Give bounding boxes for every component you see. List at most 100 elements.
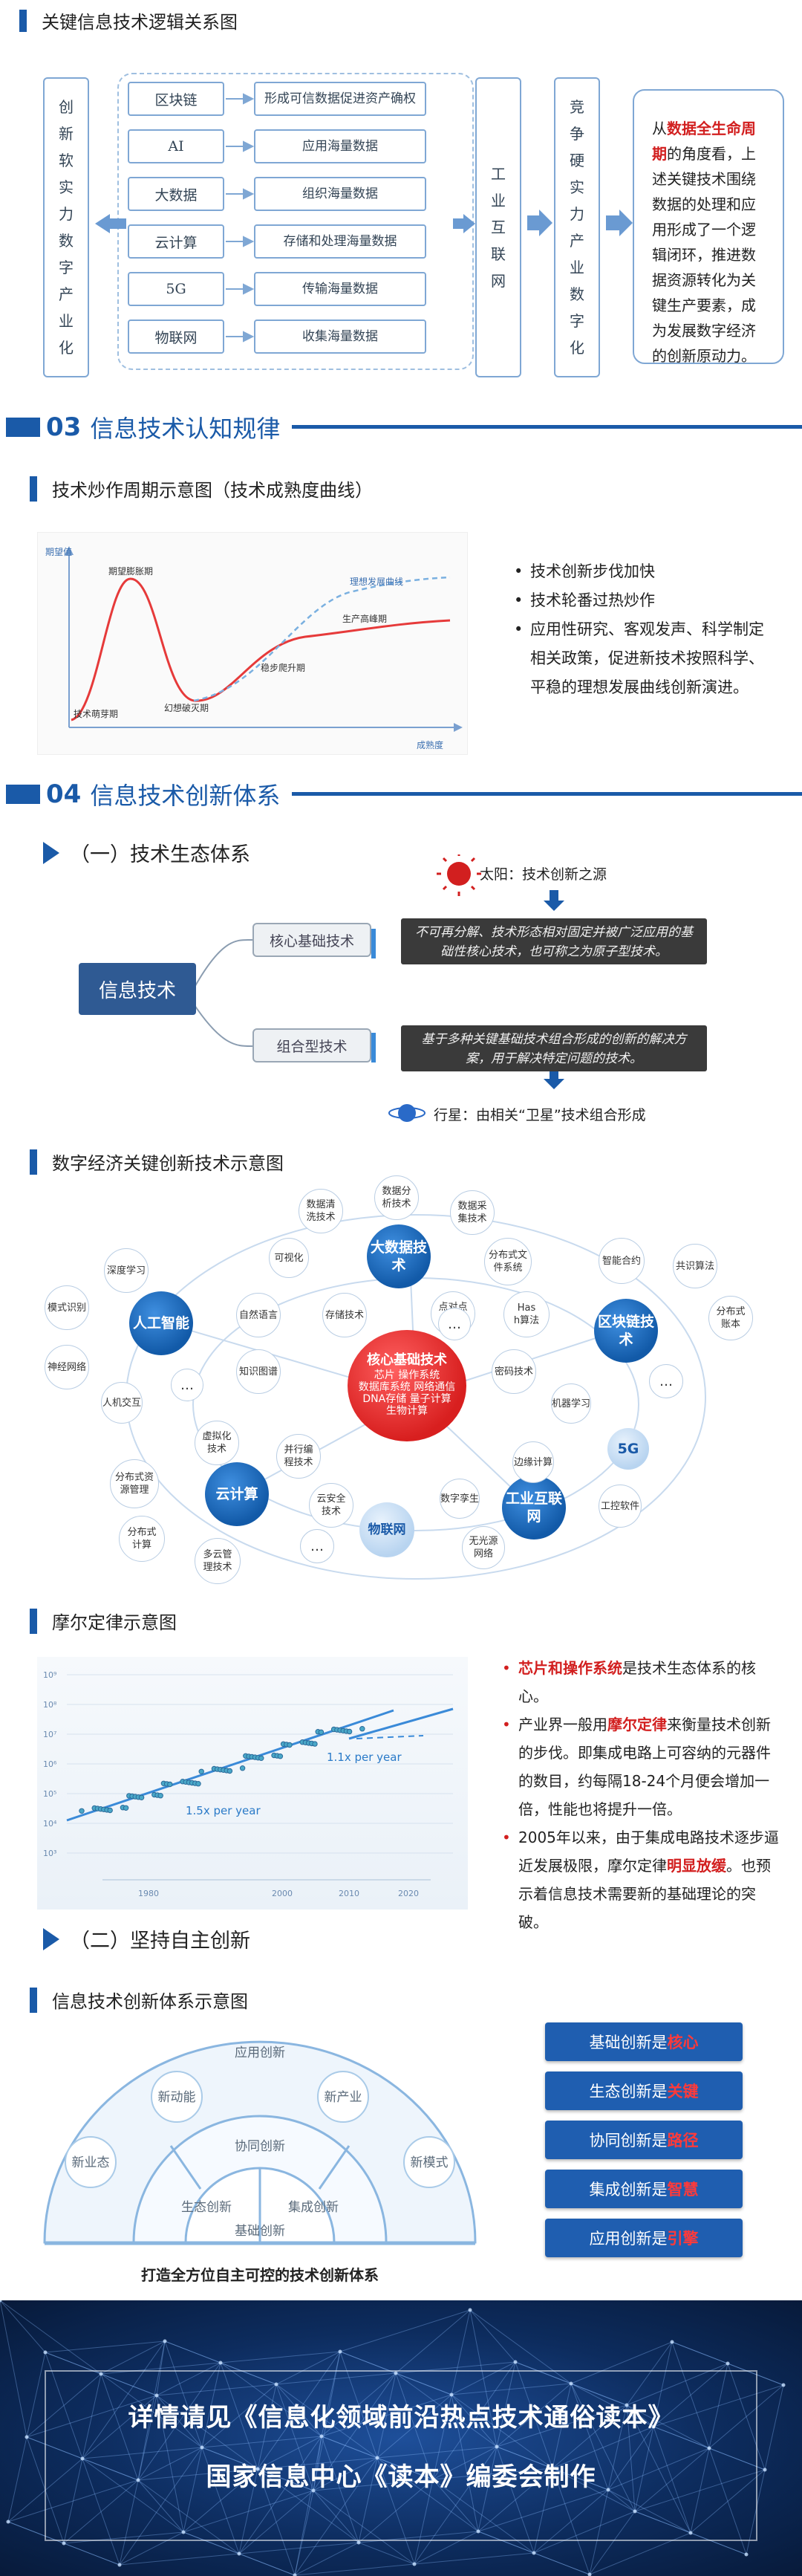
hub-ai: 人工智能 [129,1291,193,1355]
core-tech-hub: 核心基础技术 芯片 操作系统 数据库系统 网络通信 DNA存储 量子计算 生物计… [348,1330,466,1441]
right-label-box: 竞争硬实力产业数字化 [554,77,600,377]
moore-title: 摩尔定律示意图 [30,1608,177,1634]
autonomy-part-title: （二）坚持自主创新 [43,1924,250,1953]
tech-node: 智能合约 [599,1238,645,1284]
banner-frame [45,2370,757,2541]
hype-y-label: 期望值 [45,546,72,557]
moore-y-tick: 10⁶ [43,1759,57,1769]
innovation-role-badge: 生态创新是关键 [545,2071,743,2110]
hub-iot: 物联网 [359,1502,414,1557]
hype-label-peak: 期望膨胀期 [108,566,153,577]
sun-label: 太阳：技术创新之源 [480,866,607,883]
hype-title: 技术炒作周期示意图（技术成熟度曲线） [30,476,373,502]
moore-y-tick: 10⁹ [43,1670,56,1680]
hub-5g: 5G [607,1428,649,1470]
banner-line-1: 详情请见《信息化领域前沿热点技术通俗读本》 [128,2403,674,2433]
hype-x-label: 成熟度 [417,739,443,750]
planet-label: 行星：由相关“卫星”技术组合形成 [434,1107,646,1123]
tech-node: 无光源网络 [462,1526,505,1569]
left-label: 创新软实力数字产业化 [59,98,74,357]
tech-box: 云计算 [128,224,224,259]
tech-node: … [438,1308,471,1340]
arc-label-momentum: 新动能 [158,2090,196,2105]
center-label-box: 工业互联网 [475,77,521,377]
tech-node: 神经网络 [45,1345,89,1389]
moore-data-point [198,1768,204,1775]
moore-data-point [226,1768,233,1774]
moore-data-point [107,1807,113,1814]
hype-chart: 期望值 成熟度 期望膨胀期 技术萌芽期 幻想破灭期 稳步爬升期 生产高峰期 理想… [37,532,468,755]
moore-bullet: 2005年以来，由于集成电路技术逐步逼近发展极限，摩尔定律明显放缓。也预示着信息… [499,1823,781,1936]
data-box: 传输海量数据 [254,272,426,306]
tech-node: 数据采集技术 [450,1190,495,1235]
tech-node: 多云管理技术 [195,1538,241,1584]
banner-line-2: 国家信息中心《读本》编委会制作 [206,2462,596,2492]
arc-label-integrate: 集成创新 [288,2200,339,2215]
moore-data-point [287,1742,293,1748]
tech-box: 物联网 [128,319,224,354]
hype-bullet: 技术创新步伐加快 [511,557,778,586]
logic-description: 从数据全生命周期的角度看，上述关键技术围绕数据的处理和应用形成了一个逻辑闭环，推… [633,89,784,365]
hub-cloud: 云计算 [205,1462,269,1526]
data-box: 存储和处理海量数据 [254,224,426,259]
tech-node: 分布式计算 [119,1516,165,1562]
moore-data-point [138,1794,145,1801]
combo-tech-box: 组合型技术 [252,1028,371,1062]
moore-bullet: 芯片和操作系统是技术生态体系的核心。 [499,1654,781,1710]
tech-box: AI [128,129,224,163]
arc-label-model: 新模式 [411,2155,449,2170]
combo-tech-desc: 基于多种关键基础技术组合形成的创新的解决方案，用于解决特定问题的技术。 [401,1025,707,1071]
eco-root-box: 信息技术 [79,963,196,1015]
left-label-box: 创新软实力数字产业化 [43,77,89,377]
moore-y-tick: 10⁸ [43,1700,57,1710]
arc-label-collab: 协同创新 [235,2139,285,2154]
tech-node: 知识图谱 [236,1349,281,1394]
innovation-caption: 打造全方位自主可控的技术创新体系 [141,2266,379,2284]
right-label: 竞争硬实力产业数字化 [570,98,584,357]
innovation-system-title: 信息技术创新体系示意图 [30,1987,248,2013]
tech-node: 共识算法 [673,1244,717,1288]
planet-icon [388,1104,426,1122]
tech-box: 5G [128,272,224,306]
tech-node: 机器学习 [551,1383,591,1424]
hype-bullets: 技术创新步伐加快 技术轮番过热炒作 应用性研究、客观发声、科学制定相关政策，促进… [511,557,778,702]
tech-node: … [649,1364,683,1398]
moore-x-tick: 1980 [138,1889,159,1898]
tech-node: 数据分析技术 [374,1175,419,1220]
logic-arrows [95,93,633,343]
center-label: 工业互联网 [491,165,506,290]
data-box: 形成可信数据促进资产确权 [254,82,426,116]
innovation-role-badge: 基础创新是核心 [545,2022,743,2061]
network-background [0,2300,786,2576]
tech-node: 模式识别 [45,1285,89,1330]
tech-node: 自然语言 [236,1293,281,1337]
moore-bullet: 产业界一般用摩尔定律来衡量技术创新的步伐。即集成电路上可容纳的元器件的数目，约每… [499,1710,781,1823]
arc-label-app: 应用创新 [235,2045,285,2060]
moore-data-point [123,1805,129,1811]
hype-label-trough: 幻想破灭期 [164,702,209,713]
innovation-arc-diagram: 应用创新 新动能 新产业 新业态 新模式 协同创新 生态创新 集成创新 基础创新 [22,2019,498,2257]
hub-blockchain: 区块链技术 [594,1299,658,1363]
data-box: 收集海量数据 [254,319,426,354]
hype-label-trigger: 技术萌芽期 [74,709,118,719]
arc-label-basic: 基础创新 [235,2224,285,2239]
moore-data-point [312,1741,318,1747]
tech-box: 区块链 [128,82,224,116]
data-box: 应用海量数据 [254,129,426,163]
moore-data-point [79,1808,85,1814]
tech-node: 数字孪生 [440,1479,480,1519]
moore-y-tick: 10³ [43,1849,56,1858]
tech-node: … [171,1369,203,1401]
moore-data-point [195,1781,201,1787]
moore-y-tick: 10⁷ [43,1730,56,1739]
tech-node: 并行编程技术 [276,1434,321,1479]
moore-annotation-1: 1.1x per year [327,1751,402,1764]
tech-node: 分布式文件系统 [484,1238,532,1285]
moore-data-point [318,1729,325,1736]
arc-label-eco: 生态创新 [181,2200,232,2215]
moore-data-point [239,1765,246,1771]
